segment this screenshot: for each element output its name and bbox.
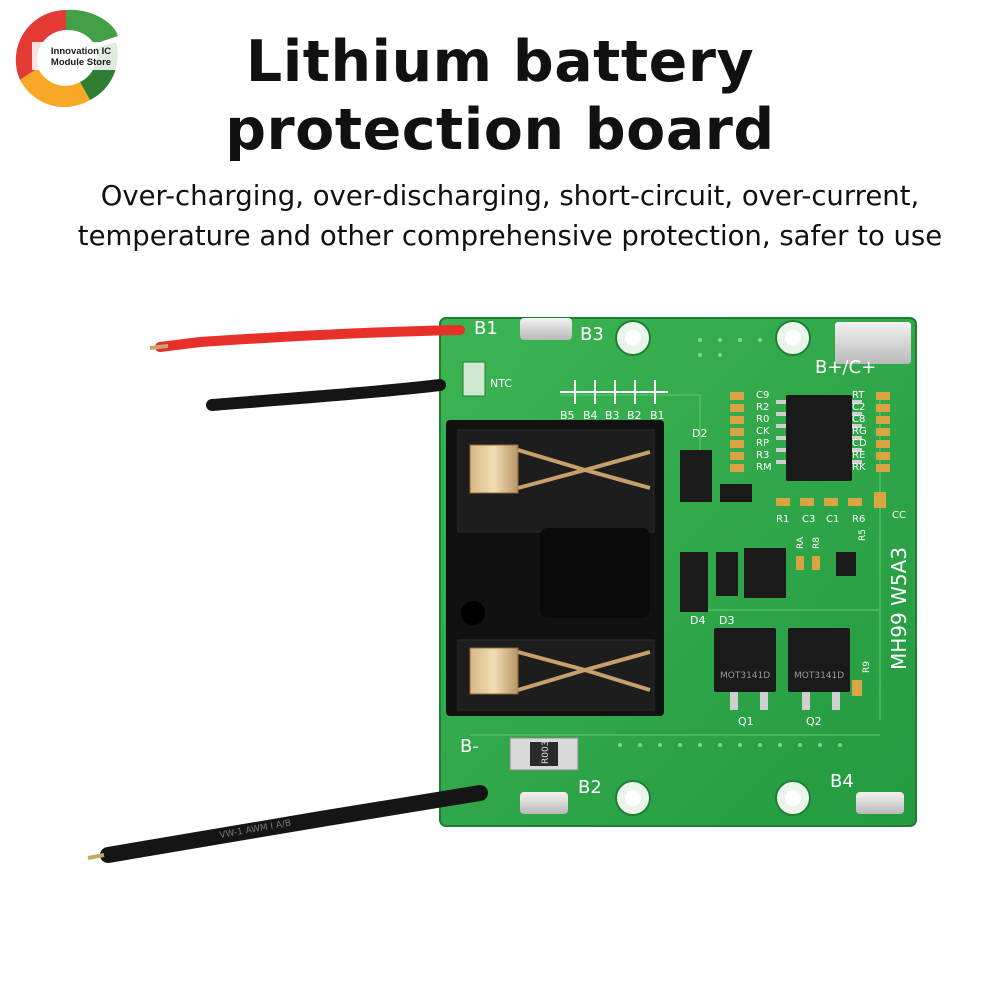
ic-label-left-3: CK bbox=[756, 426, 770, 437]
solder-pads bbox=[520, 318, 911, 814]
pad-label-b4: B4 bbox=[830, 771, 854, 792]
mosfet-label-q1: Q1 bbox=[738, 715, 754, 728]
mosfet-labels: Q1 Q2 bbox=[738, 715, 822, 728]
diode-label-d4: D4 bbox=[690, 614, 705, 627]
mosfet-q2: MOT3141D bbox=[788, 628, 850, 710]
ic-label-right-5: RE bbox=[852, 450, 865, 461]
ic-label-left-0: C9 bbox=[756, 390, 769, 401]
ic-label-left-2: R0 bbox=[756, 414, 769, 425]
mosfet-label-q2: Q2 bbox=[806, 715, 822, 728]
pad-label-group: B1 B3 B+/C+ B- B2 B4 bbox=[460, 318, 876, 798]
wire-black-bottom: VW-1 AWM I A/B bbox=[87, 785, 488, 863]
protection-board: B1 B3 B+/C+ B- B2 B4 NTC B5 B4 B3 B2 B1 bbox=[87, 317, 917, 863]
board-model: MH99 W5A3 bbox=[887, 547, 911, 670]
page-subtitle: Over-charging, over-discharging, short-c… bbox=[77, 180, 943, 252]
pad-label-b1: B1 bbox=[474, 318, 498, 339]
shunt-marking: R003 bbox=[541, 741, 551, 764]
ic-labels-left: C9 R2 R0 CK RP R3 RM bbox=[756, 390, 772, 473]
cell-label-b1: B1 bbox=[650, 409, 665, 422]
ic-label-left-5: R3 bbox=[756, 450, 769, 461]
logo-line-2: Module Store bbox=[50, 57, 112, 68]
bottom-label-c1: C1 bbox=[826, 514, 839, 525]
logo-line-1: Innovation IC bbox=[50, 46, 112, 57]
diode-labels: D2 D4 D3 bbox=[690, 427, 734, 627]
ic-label-right-0: RT bbox=[852, 390, 865, 401]
diode-label-d2: D2 bbox=[692, 427, 707, 440]
bottom-label-r1: R1 bbox=[776, 514, 789, 525]
protection-ic bbox=[786, 395, 852, 481]
ic-label-left-6: RM bbox=[756, 462, 772, 473]
bottom-label-c3: C3 bbox=[802, 514, 815, 525]
resistor-labels: RA R8 R5 R9 bbox=[796, 529, 872, 673]
ic-label-right-1: C2 bbox=[852, 402, 865, 413]
cell-labels: B5 B4 B3 B2 B1 bbox=[560, 409, 665, 422]
ic-label-left-1: R2 bbox=[756, 402, 769, 413]
page-title: Lithium battery protection board bbox=[225, 29, 775, 163]
pad-label-bminus: B- bbox=[460, 736, 479, 757]
diodes bbox=[680, 450, 752, 612]
wire-red bbox=[149, 325, 465, 352]
cell-label-b2: B2 bbox=[627, 409, 642, 422]
wire-black-top bbox=[206, 379, 446, 411]
ic-label-right-6: RK bbox=[852, 462, 866, 473]
store-logo: Innovation IC Module Store bbox=[6, 4, 126, 108]
pad-label-b3: B3 bbox=[580, 324, 604, 345]
resistor-label-r5: R5 bbox=[858, 529, 868, 541]
resistor-label-r9: R9 bbox=[862, 661, 872, 673]
mosfet-q1-marking: MOT3141D bbox=[720, 671, 770, 681]
store-logo-text: Innovation IC Module Store bbox=[36, 46, 126, 68]
ic-label-right-3: RG bbox=[852, 426, 867, 437]
bottom-labels: R1 C3 C1 R6 CC bbox=[776, 510, 906, 525]
ic-label-right-2: C8 bbox=[852, 414, 865, 425]
smd-components bbox=[730, 392, 890, 696]
cell-label-b5: B5 bbox=[560, 409, 575, 422]
product-image: B1 B3 B+/C+ B- B2 B4 NTC B5 B4 B3 B2 B1 bbox=[0, 300, 1000, 880]
ic-label-left-4: RP bbox=[756, 438, 769, 449]
resistor-label-r8: R8 bbox=[812, 537, 822, 549]
driver-ic bbox=[744, 548, 786, 598]
diode-label-d3: D3 bbox=[719, 614, 734, 627]
cell-label-b4: B4 bbox=[583, 409, 598, 422]
ic-label-right-4: CD bbox=[852, 438, 867, 449]
bottom-label-cc: CC bbox=[892, 510, 906, 521]
cell-symbol bbox=[560, 380, 668, 404]
ntc-label: NTC bbox=[490, 377, 512, 390]
mounting-holes bbox=[615, 320, 811, 816]
pad-label-b2: B2 bbox=[578, 777, 602, 798]
resistor-label-ra: RA bbox=[796, 536, 806, 549]
mosfet-q1: MOT3141D bbox=[714, 628, 776, 710]
store-logo-mark bbox=[15, 9, 122, 108]
ic-pins bbox=[776, 400, 862, 464]
bottom-label-r6: R6 bbox=[852, 514, 865, 525]
ic-labels-right: RT C2 C8 RG CD RE RK bbox=[852, 390, 867, 473]
pcb-vias bbox=[618, 338, 842, 747]
mosfet-q2-marking: MOT3141D bbox=[794, 671, 844, 681]
cell-label-b3: B3 bbox=[605, 409, 620, 422]
battery-connector bbox=[446, 420, 664, 716]
pad-label-bplus: B+/C+ bbox=[815, 357, 876, 378]
